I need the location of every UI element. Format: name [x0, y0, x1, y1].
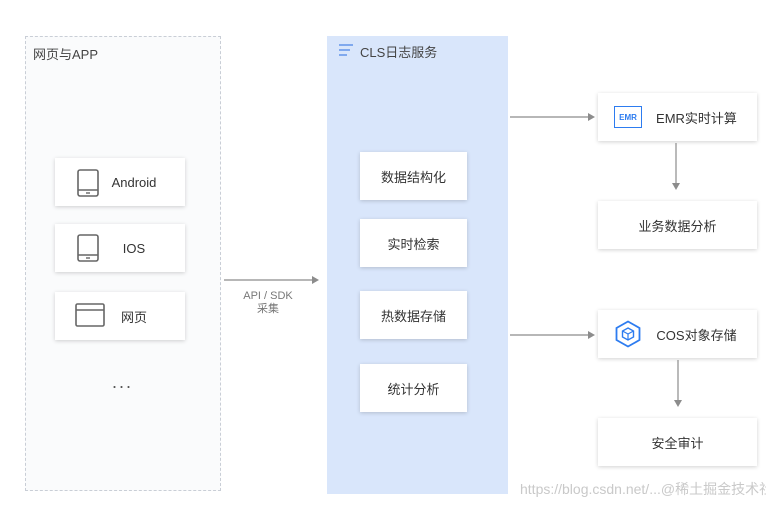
browser-window-icon — [75, 303, 105, 327]
arrow-client-to-cls — [224, 276, 319, 284]
emr-logo-icon: EMR — [614, 106, 642, 128]
cls-function-label: 实时检索 — [387, 236, 440, 252]
cls-function-label: 热数据存储 — [380, 308, 446, 324]
more-ellipsis: ... — [112, 372, 134, 392]
connector-label-line2: 采集 — [257, 303, 279, 315]
emr-label: EMR实时计算 — [656, 110, 737, 126]
client-card-web[interactable]: 网页 — [55, 292, 185, 340]
client-label-web: 网页 — [120, 309, 147, 325]
client-label-ios: IOS — [122, 240, 146, 256]
arrow-cos-to-audit — [674, 360, 682, 407]
tablet-icon — [77, 169, 99, 197]
client-group-title: 网页与APP — [33, 47, 99, 62]
security-audit-card[interactable]: 安全审计 — [598, 418, 757, 466]
cls-function-hot-storage[interactable]: 热数据存储 — [360, 291, 467, 339]
client-card-android[interactable]: Android — [55, 158, 185, 206]
client-label-android: Android — [111, 174, 157, 190]
cube-hexagon-icon — [615, 320, 641, 348]
arrow-cls-to-cos — [510, 331, 595, 339]
connector-label-line1: API / SDK — [243, 290, 293, 302]
cls-function-label: 数据结构化 — [380, 169, 446, 185]
tablet-icon — [77, 234, 99, 262]
business-analysis-label: 业务数据分析 — [638, 218, 717, 234]
cos-label: COS对象存储 — [656, 327, 737, 343]
cos-card[interactable]: COS对象存储 — [598, 310, 757, 358]
cls-function-search[interactable]: 实时检索 — [360, 219, 467, 267]
cls-function-label: 统计分析 — [387, 381, 440, 397]
emr-logo-text: EMR — [619, 112, 637, 122]
connector-label: API / SDK 采集 — [226, 290, 310, 316]
security-audit-label: 安全审计 — [651, 435, 704, 451]
arrow-cls-to-emr — [510, 113, 595, 121]
watermark: https://blog.csdn.net/...@稀土掘金技术社区 — [520, 481, 766, 497]
cls-function-statistics[interactable]: 统计分析 — [360, 364, 467, 412]
arrow-emr-to-analysis — [672, 143, 680, 190]
client-card-ios[interactable]: IOS — [55, 224, 185, 272]
emr-card[interactable]: EMR EMR实时计算 — [598, 93, 757, 141]
list-lines-icon — [339, 44, 353, 56]
cls-function-structuring[interactable]: 数据结构化 — [360, 152, 467, 200]
business-analysis-card[interactable]: 业务数据分析 — [598, 201, 757, 249]
cls-title: CLS日志服务 — [360, 45, 438, 60]
